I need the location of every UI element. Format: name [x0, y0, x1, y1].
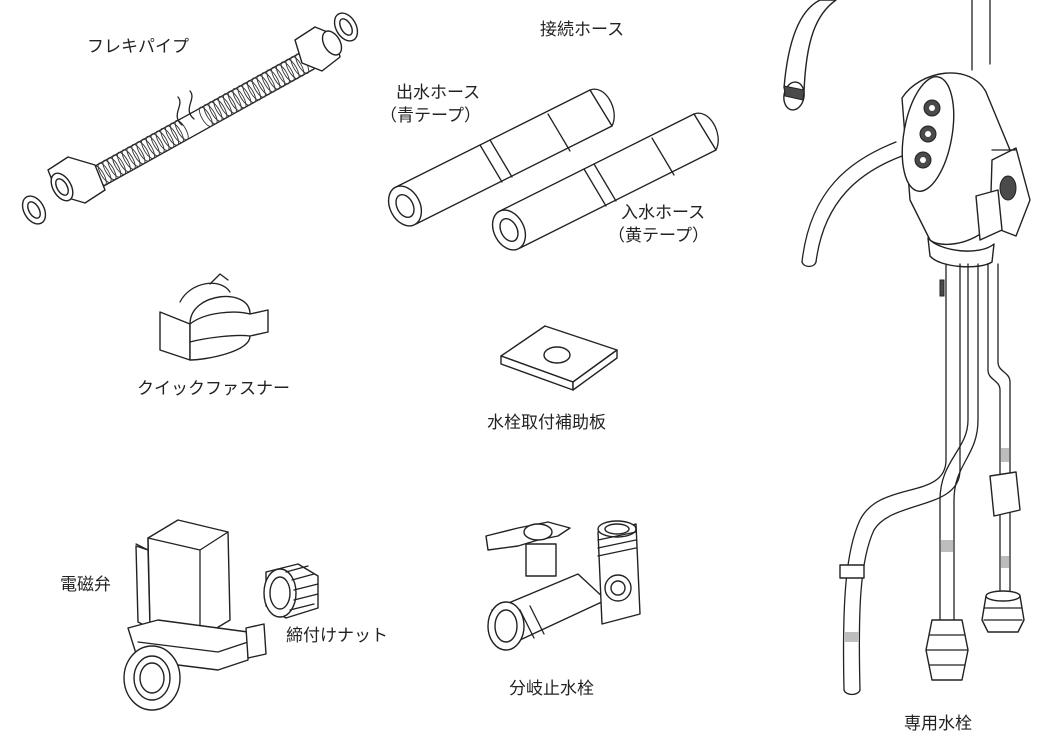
label-tightening-nut: 締付けナット	[286, 626, 388, 646]
tube-rib	[221, 92, 239, 115]
outlet-hose	[382, 89, 614, 231]
tube-rib	[149, 132, 167, 155]
tube-rib	[158, 127, 176, 150]
tube-rib	[207, 100, 225, 123]
tube-rib	[139, 137, 157, 160]
tube-rib	[163, 124, 181, 147]
washer-top	[330, 9, 362, 45]
tube-rib	[197, 105, 215, 128]
dedicated-faucet-illustration	[780, 0, 1055, 700]
tube-rib	[226, 89, 244, 112]
corrugated-tube	[88, 52, 314, 187]
tube-rib	[269, 65, 287, 88]
tube-rib	[284, 57, 302, 80]
tube-rib	[274, 63, 292, 86]
label-outlet-hose-line2: （青テープ）	[380, 106, 481, 126]
tube-rib	[240, 81, 258, 104]
label-connection-hose: 接続ホース	[540, 20, 625, 40]
tube-rib	[134, 140, 152, 163]
label-dedicated-faucet: 専用水栓	[904, 714, 972, 734]
tube-rib	[144, 135, 162, 158]
tube-rib	[101, 158, 119, 181]
connection-hoses-illustration	[380, 70, 730, 270]
label-inlet-hose-line2: （黄テープ）	[608, 226, 709, 246]
tube-rib	[202, 103, 220, 126]
nut-top	[295, 27, 345, 71]
tube-rib	[264, 68, 282, 91]
tube-rib	[235, 84, 253, 107]
tube-rib	[110, 153, 128, 176]
nut-bottom	[47, 157, 105, 204]
tube-rib	[125, 145, 143, 168]
tube-rib	[255, 73, 273, 96]
tube-rib	[105, 156, 123, 179]
label-faucet-mount-plate: 水栓取付補助板	[487, 413, 606, 433]
inlet-hose	[486, 113, 718, 255]
label-flexible-pipe: フレキパイプ	[87, 37, 189, 57]
label-quick-fastener: クイックファスナー	[137, 379, 290, 399]
solenoid-valve-illustration	[118, 510, 270, 712]
tube-rib	[288, 55, 306, 78]
quick-fastener-illustration	[150, 272, 280, 364]
tube-rib	[154, 129, 172, 152]
label-outlet-hose-line1: 出水ホース	[396, 83, 481, 103]
tube-rib	[115, 150, 133, 173]
flexible-pipe-illustration	[10, 5, 370, 230]
tube-rib	[250, 76, 268, 99]
tube-rib	[245, 79, 263, 102]
tube-rib	[120, 148, 138, 171]
tube-rib	[168, 121, 186, 144]
tube-rib	[216, 95, 234, 118]
faucet-mount-plate-illustration	[495, 322, 625, 394]
tube-rib	[279, 60, 297, 83]
tube-rib	[211, 97, 229, 120]
tube-rib	[96, 161, 114, 184]
tube-rib	[231, 87, 249, 110]
tightening-nut-illustration	[256, 560, 326, 622]
label-solenoid-valve: 電磁弁	[60, 575, 111, 595]
branch-stop-valve-illustration	[478, 514, 650, 660]
label-inlet-hose-line1: 入水ホース	[621, 203, 706, 223]
tube-rib	[260, 71, 278, 94]
tube-rib	[173, 119, 191, 142]
washer-bottom	[18, 192, 50, 228]
tube-rib	[129, 143, 147, 166]
label-branch-stop-valve: 分岐止水栓	[509, 679, 594, 699]
